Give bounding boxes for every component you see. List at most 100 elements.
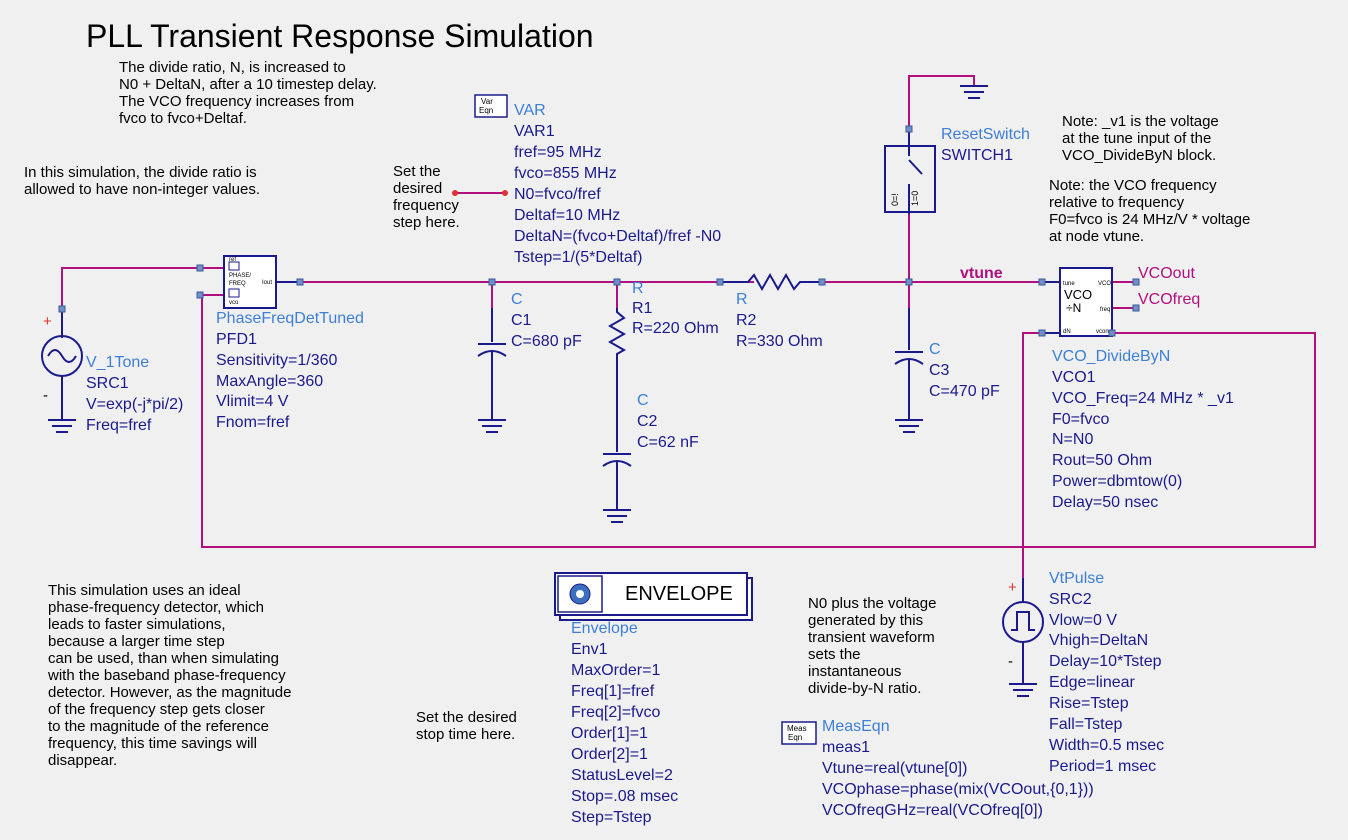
svg-text:Vhigh=DeltaN: Vhigh=DeltaN [1049,632,1148,649]
svg-text:PhaseFreqDetTuned: PhaseFreqDetTuned [216,310,364,327]
svg-text:Note: _v1 is the voltage: Note: _v1 is the voltage [1062,113,1219,130]
vco-pin-vco: VCO [1098,281,1111,287]
svg-text:Width=0.5 msec: Width=0.5 msec [1049,737,1164,754]
svg-text:In this simulation, the divide: In this simulation, the divide ratio is [24,164,257,181]
note-stop-time: Set the desired stop time here. [416,709,517,743]
svg-text:MeasEqn: MeasEqn [822,718,890,735]
svg-text:at node vtune.: at node vtune. [1049,228,1144,245]
svg-text:R: R [632,280,644,297]
svg-text:SRC2: SRC2 [1049,591,1092,608]
svg-text:with the baseband phase-freque: with the baseband phase-frequency [47,667,286,684]
svg-text:R=330 Ohm: R=330 Ohm [736,333,823,350]
svg-text:C2: C2 [637,413,658,430]
pfd-block[interactable] [196,255,304,309]
svg-text:sets the: sets the [808,646,861,663]
var-icon-line-2: Eqn [479,106,493,115]
meas-eqn-icon[interactable] [781,721,817,745]
svg-text:C=680 pF: C=680 pF [511,333,582,350]
wire-marker-right [502,190,508,196]
svg-text:stop time here.: stop time here. [416,726,515,743]
svg-text:C=62 nF: C=62 nF [637,434,699,451]
var-params: VAR VAR1 fref=95 MHz fvco=855 MHz N0=fvc… [514,102,721,266]
svg-text:Freq=fref: Freq=fref [86,417,152,434]
r1-params: R R1 R=220 Ohm [632,280,719,337]
note-n0: N0 plus the voltage generated by this tr… [808,595,936,697]
svg-text:R1: R1 [632,300,653,317]
svg-text:can be used, than when simulat: can be used, than when simulating [48,650,279,667]
src1-minus: - [43,387,48,404]
svg-text:MaxAngle=360: MaxAngle=360 [216,373,323,390]
svg-text:Order[1]=1: Order[1]=1 [571,725,648,742]
vtpulse-source[interactable] [1002,578,1044,697]
page-title: PLL Transient Response Simulation [86,18,594,54]
svg-text:relative to frequency: relative to frequency [1049,194,1185,211]
svg-text:The divide ratio, N, is increa: The divide ratio, N, is increased to [119,59,346,76]
svg-text:frequency: frequency [393,197,459,214]
svg-text:This simulation uses an ideal: This simulation uses an ideal [48,582,241,599]
svg-text:Fnom=fref: Fnom=fref [216,414,290,431]
svg-text:VCOphase=phase(mix(VCOout,{0,1: VCOphase=phase(mix(VCOout,{0,1})) [822,781,1094,798]
svg-text:V=exp(-j*pi/2): V=exp(-j*pi/2) [86,396,183,413]
svg-text:R2: R2 [736,312,757,329]
svg-text:divide-by-N ratio.: divide-by-N ratio. [808,680,921,697]
svg-text:C: C [637,392,649,409]
pfd-box-line-2: FREQ [229,281,246,287]
r1-resistor[interactable] [607,278,627,378]
svg-text:Set the desired: Set the desired [416,709,517,726]
c2-capacitor[interactable] [602,378,632,523]
svg-text:Sensitivity=1/360: Sensitivity=1/360 [216,352,338,369]
svg-text:C=470 pF: C=470 pF [929,383,1000,400]
vco-params: VCO_DivideByN VCO1 VCO_Freq=24 MHz * _v1… [1052,348,1234,511]
svg-text:VCOfreqGHz=real(VCOfreq[0]): VCOfreqGHz=real(VCOfreq[0]) [822,802,1043,819]
reset-switch[interactable] [884,85,988,214]
svg-text:allowed to have non-integer va: allowed to have non-integer values. [24,181,260,198]
svg-text:Env1: Env1 [571,641,608,658]
svg-text:StatusLevel=2: StatusLevel=2 [571,767,673,784]
envelope-controller[interactable] [554,572,753,621]
svg-text:ResetSwitch: ResetSwitch [941,126,1030,143]
meas-icon-line-2: Eqn [788,733,802,742]
vtone-source[interactable] [41,305,83,433]
svg-text:N0=fvco/fref: N0=fvco/fref [514,186,601,203]
vco-pin-tune: tune [1063,281,1075,287]
svg-text:F0=fvco is 24 MHz/V * voltage: F0=fvco is 24 MHz/V * voltage [1049,211,1250,228]
svg-text:disappear.: disappear. [48,752,117,769]
svg-text:C3: C3 [929,362,950,379]
note-v1: Note: _v1 is the voltage at the tune inp… [1062,113,1219,164]
svg-text:transient waveform: transient waveform [808,629,935,646]
svg-text:MaxOrder=1: MaxOrder=1 [571,662,660,679]
svg-text:fvco=855 MHz: fvco=855 MHz [514,165,617,182]
vco-block[interactable] [1038,267,1140,337]
svg-text:R=220 Ohm: R=220 Ohm [632,320,719,337]
svg-text:step here.: step here. [393,214,460,231]
svg-text:because a larger time step: because a larger time step [48,633,225,650]
note-divide-ratio: The divide ratio, N, is increased to N0 … [119,59,377,127]
pfd-params: PhaseFreqDetTuned PFD1 Sensitivity=1/360… [216,310,364,431]
vco-box-line-1: VCO [1064,287,1092,302]
svg-text:Period=1 msec: Period=1 msec [1049,758,1156,775]
c1-capacitor[interactable] [477,278,507,433]
c3-capacitor[interactable] [894,278,924,433]
svg-text:N0 + DeltaN, after a 10 timest: N0 + DeltaN, after a 10 timestep delay. [119,76,377,93]
svg-text:Freq[2]=fvco: Freq[2]=fvco [571,704,660,721]
net-label-vcoout: VCOout [1138,265,1195,282]
svg-text:Order[2]=1: Order[2]=1 [571,746,648,763]
vco-pin-dn: dN [1063,329,1071,335]
svg-text:SWITCH1: SWITCH1 [941,147,1013,164]
svg-text:VCO_DivideByN: VCO_DivideByN [1052,348,1170,365]
svg-text:VCO_DivideByN block.: VCO_DivideByN block. [1062,147,1216,164]
svg-text:DeltaN=(fvco+Deltaf)/fref -N0: DeltaN=(fvco+Deltaf)/fref -N0 [514,228,721,245]
c3-params: C C3 C=470 pF [929,341,1000,400]
svg-text:Set the: Set the [393,163,441,180]
net-label-vcofreq: VCOfreq [1138,291,1200,308]
svg-text:VAR1: VAR1 [514,123,555,140]
c1-params: C C1 C=680 pF [511,291,582,350]
note-vco: Note: the VCO frequency relative to freq… [1049,177,1250,245]
pfd-pin-vco: vco [229,300,239,306]
r2-resistor[interactable] [716,272,826,292]
svg-text:of the frequency step gets clo: of the frequency step gets closer [48,701,265,718]
wire-marker-left [452,190,458,196]
var-eqn-icon[interactable] [474,94,508,118]
svg-text:VCO1: VCO1 [1052,369,1096,386]
switch-icon-label-1: 0=! [890,193,900,206]
